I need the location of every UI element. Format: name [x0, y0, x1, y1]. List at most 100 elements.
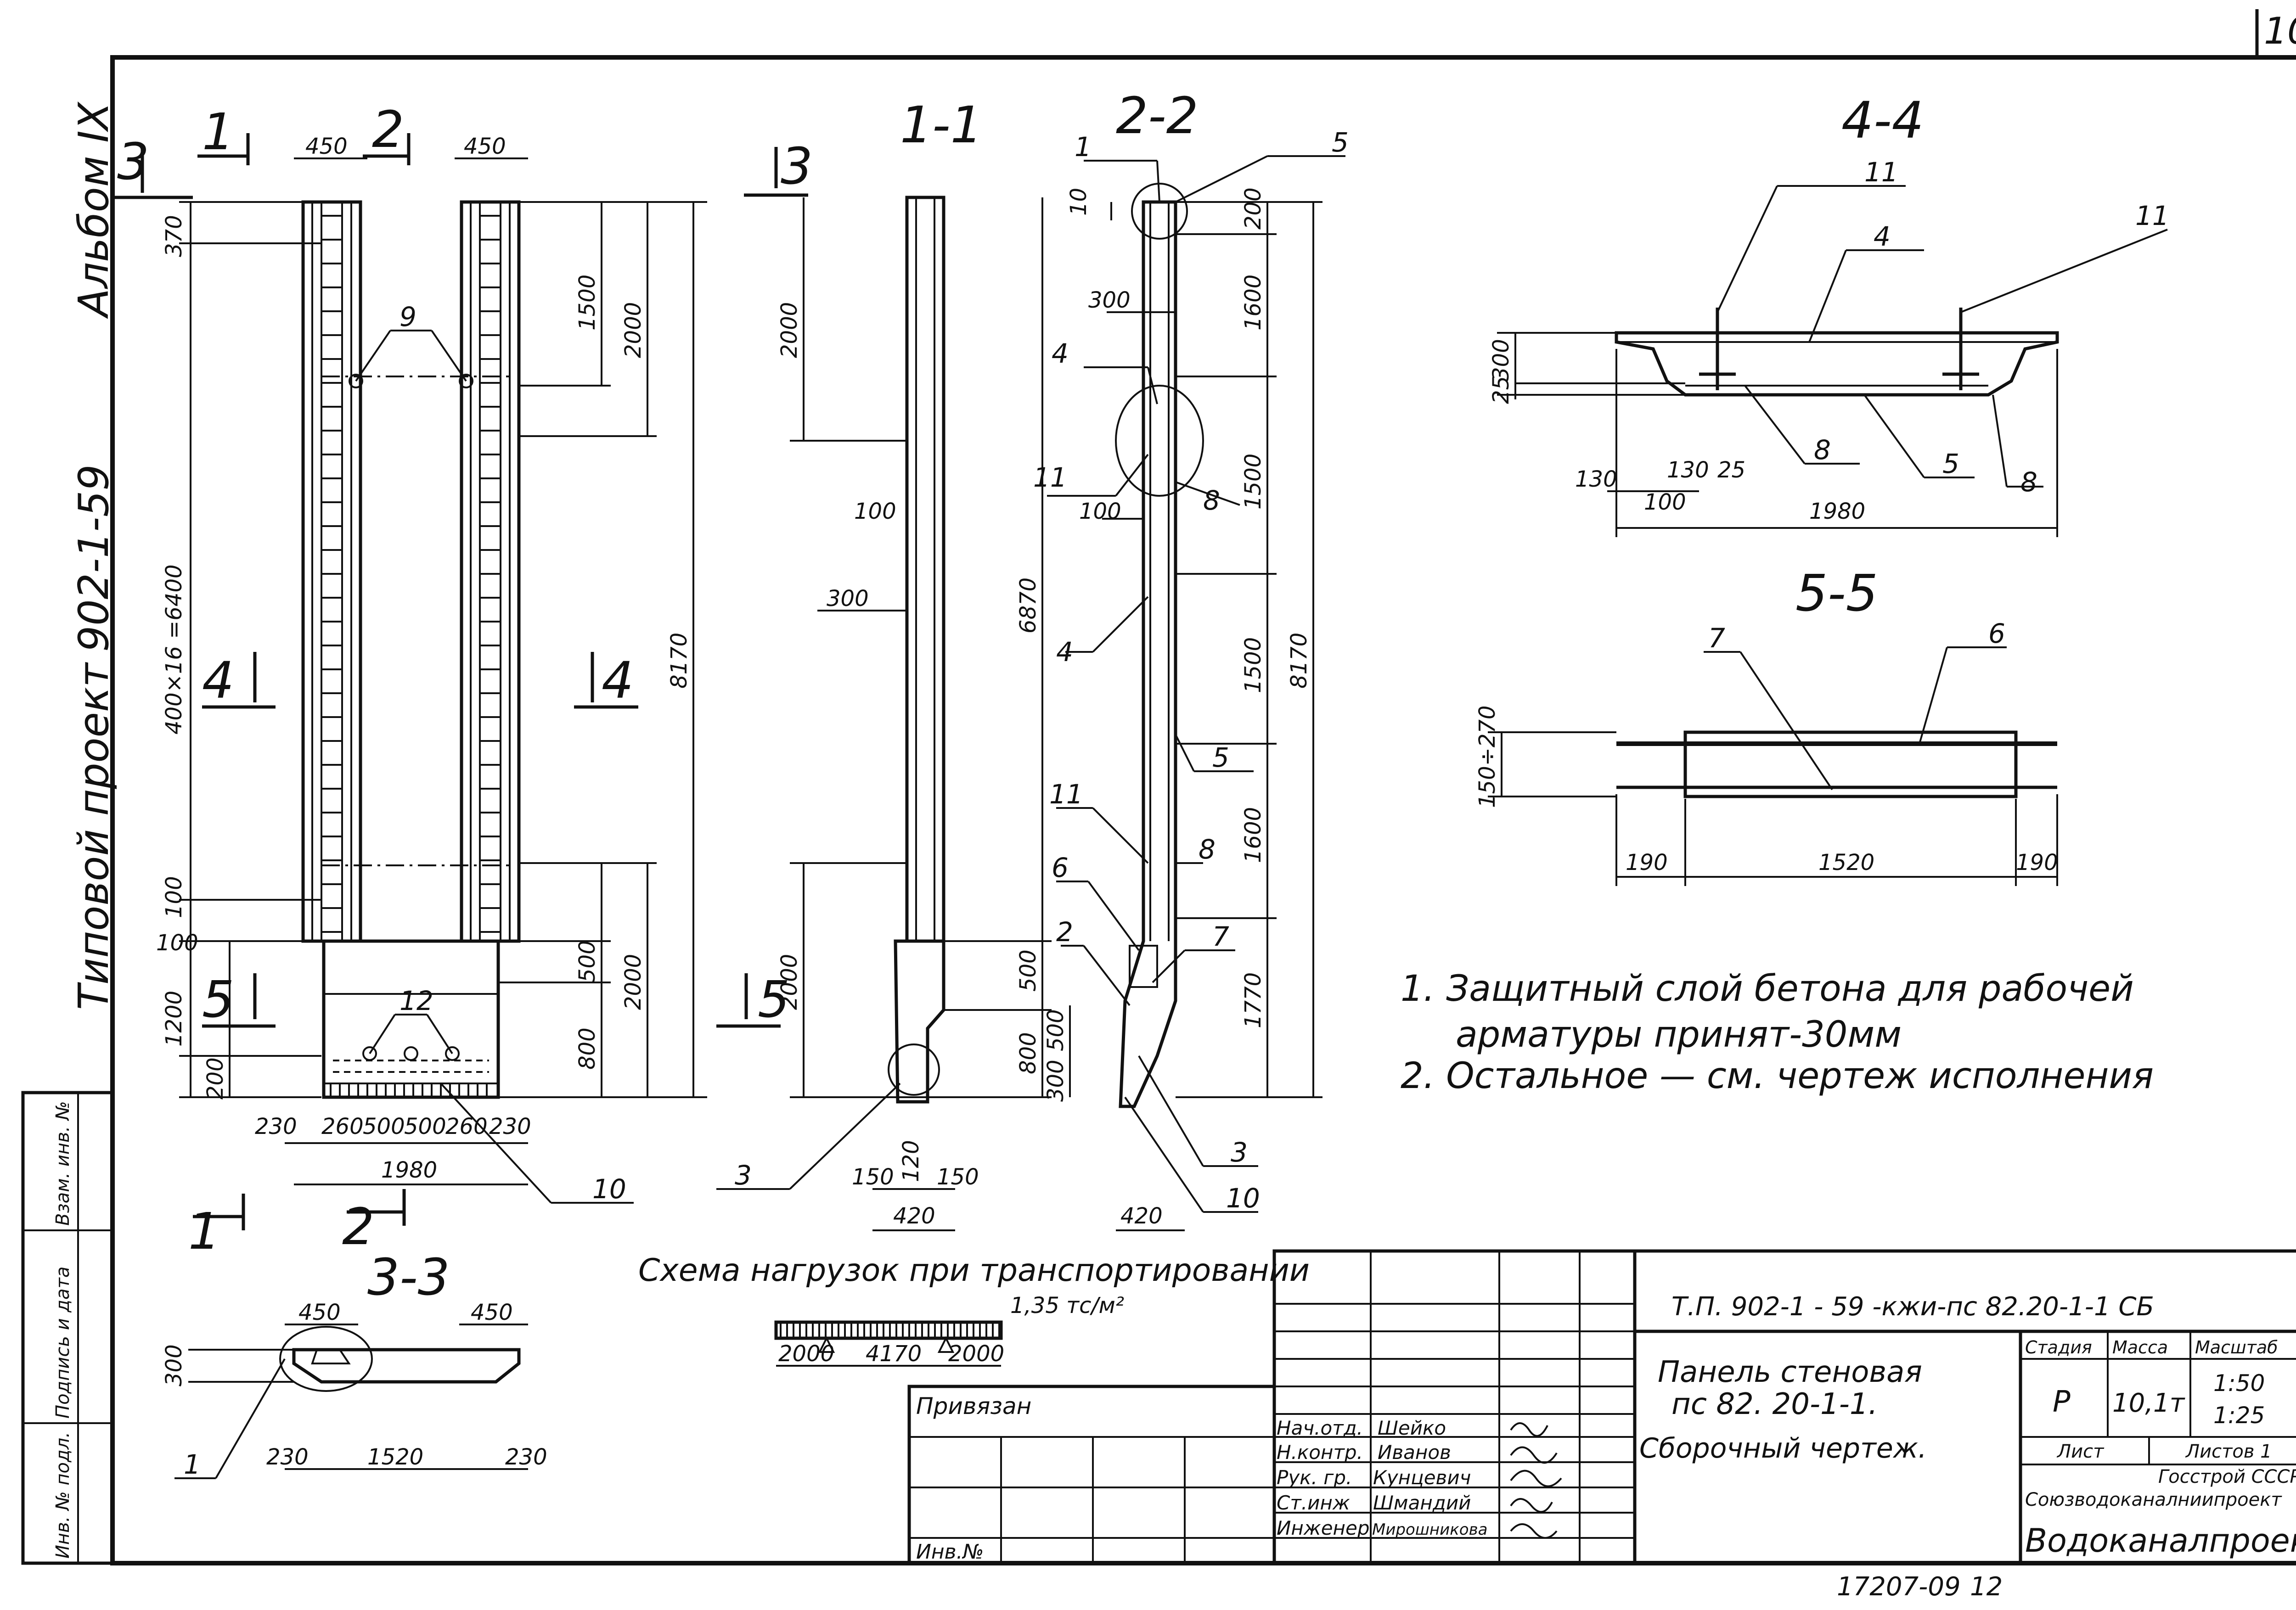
name-kuntsevich: Кунцевич: [1373, 1466, 1471, 1489]
dim-500-b: 500: [404, 1114, 446, 1139]
archive-number: 17207-09: [1837, 1572, 1961, 1602]
load-scheme: Схема нагрузок при транспортировании 1,3…: [638, 1252, 1310, 1367]
s44-mark-4: 4: [1874, 221, 1891, 252]
s44-dim-100: 100: [1644, 489, 1686, 515]
dim-500: 500: [574, 940, 600, 982]
dim-500-a: 500: [363, 1114, 405, 1139]
s22-dim-1600-b: 1600: [1240, 807, 1266, 863]
archive-suffix: 12: [1970, 1572, 2003, 1602]
s11-dim-420: 420: [893, 1203, 935, 1229]
s22-dim-1600-a: 1600: [1240, 275, 1266, 331]
s44-dim-130-a: 130: [1575, 466, 1617, 492]
signature-5: [1510, 1523, 1558, 1539]
org-line-2: Союзводоканалниипроект: [2025, 1489, 2282, 1510]
org-line-1: Госстрой СССР: [2158, 1466, 2296, 1487]
title-name-3: Сборочный чертеж.: [1639, 1432, 1927, 1464]
title-name-2: пс 82. 20-1-1.: [1671, 1387, 1878, 1421]
stamp-inv-zam: Взам. инв. №: [52, 1101, 73, 1226]
s55-mark-7: 7: [1708, 623, 1725, 654]
scale-header: Масштаб: [2195, 1337, 2278, 1358]
name-ivanov: Иванов: [1378, 1441, 1451, 1464]
dim-260-a: 260: [321, 1114, 364, 1139]
dim-230-a: 230: [255, 1114, 297, 1139]
cut-1-bottom: 1: [188, 1202, 220, 1261]
panel-elevation: 9 12 10 1 2 3 4 4 5 1 2: [115, 100, 707, 1261]
mass-header: Масса: [2112, 1337, 2168, 1358]
s22-dim-500: 500: [1043, 1009, 1069, 1051]
s22-dim-200: 200: [1240, 187, 1266, 230]
s33-dim-230-a: 230: [266, 1444, 309, 1470]
dim-1980: 1980: [381, 1157, 437, 1183]
name-shmandiy: Шмандий: [1373, 1492, 1471, 1514]
notes: 1. Защитный слой бетона для рабочей арма…: [1401, 968, 2154, 1097]
signature-1: [1510, 1422, 1548, 1437]
s22-mark-10: 10: [1226, 1183, 1260, 1214]
cut-2-top: 2: [372, 100, 404, 159]
rib-ticks: [321, 215, 501, 933]
s11-dim-100: 100: [854, 499, 896, 524]
s11-dim-2000-b: 2000: [777, 954, 802, 1010]
signature-2: [1510, 1446, 1558, 1464]
note-line-1: 1. Защитный слой бетона для рабочей: [1401, 968, 2134, 1010]
s55-dim-190-b: 190: [2016, 850, 2058, 875]
s22-mark-3: 3: [1231, 1137, 1248, 1168]
sheets-label: Листов 1: [2185, 1441, 2272, 1462]
name-miroshnikova: Мирошникова: [1372, 1520, 1487, 1539]
cut-1-top: 1: [202, 102, 234, 161]
s22-mark-4-b: 4: [1056, 636, 1073, 668]
s55-dim-150: 150÷270: [1474, 706, 1500, 808]
s11-dim-500: 500: [1015, 949, 1041, 992]
stage-header: Стадия: [2025, 1337, 2092, 1358]
dim-450-b: 450: [464, 134, 506, 159]
s11-dim-150-a: 150: [852, 1164, 894, 1190]
title-name-1: Панель стеновая: [1658, 1355, 1922, 1389]
section-1-1-title: 1-1: [900, 95, 983, 154]
s44-mark-8-a: 8: [1814, 434, 1831, 466]
project-code: 902-1-59: [70, 464, 118, 652]
s55-dim-1520: 1520: [1818, 850, 1874, 875]
s44-dim-25-b: 25: [1717, 457, 1745, 483]
dim-370: 370: [161, 215, 187, 257]
role-n-kontr: Н.контр.: [1277, 1441, 1363, 1464]
dim-450-a: 450: [305, 134, 348, 159]
s22-mark-6: 6: [1052, 852, 1069, 883]
stamp-inv-podl: Инв. № подл.: [52, 1432, 73, 1559]
dim-230-b: 230: [489, 1114, 531, 1139]
stamp-sign-date: Подпись и дата: [52, 1267, 73, 1419]
scale-value-1: 1:50: [2213, 1370, 2265, 1397]
project-caption: Типовой проект 902-1-59: [70, 464, 118, 1010]
section-5-5-title: 5-5: [1795, 564, 1878, 623]
s22-mark-8-a: 8: [1203, 485, 1220, 516]
section-2-2-title: 2-2: [1116, 86, 1199, 145]
s44-mark-8-b: 8: [2020, 466, 2037, 498]
s33-dim-230-b: 230: [505, 1444, 547, 1470]
s55-mark-6: 6: [1988, 618, 2005, 649]
sheet-label: Лист: [2056, 1441, 2105, 1462]
s22-mark-5-a: 5: [1332, 127, 1349, 158]
section-3-3-title: 3-3: [367, 1248, 450, 1307]
s22-mark-8-b: 8: [1199, 834, 1216, 865]
s22-dim-300-b: 300: [1043, 1060, 1069, 1102]
dim-1200: 1200: [161, 991, 187, 1047]
s22-mark-11-a: 11: [1033, 462, 1067, 493]
s33-mark-1: 1: [184, 1449, 201, 1480]
s22-dim-8170: 8170: [1286, 633, 1312, 689]
elev-mark-9: 9: [400, 301, 416, 332]
elev-mark-10: 10: [592, 1173, 626, 1205]
cut-4-left: 4: [202, 651, 234, 710]
cut-3-mark: 3: [781, 137, 813, 196]
org-line-3: Водоканалпроект: [2025, 1522, 2296, 1560]
dim-1500: 1500: [574, 275, 600, 331]
s44-dim-130-b: 130: [1667, 457, 1709, 483]
scale-value-2: 1:25: [2213, 1402, 2265, 1429]
s44-dim-25-a: 25: [1488, 376, 1514, 404]
note-line-3: 2. Остальное — см. чертеж исполнения: [1401, 1055, 2154, 1097]
s33-dim-450-b: 450: [471, 1300, 513, 1325]
load-dim-2000-a: 2000: [778, 1341, 834, 1367]
s33-dim-450-a: 450: [298, 1300, 341, 1325]
section-1-1: 1-1 3 5 2000 100 300 6870 2000 500 800 1: [716, 95, 1052, 1231]
dim-2000-b: 2000: [620, 954, 646, 1010]
section-5-5: 5-5 7 6 150÷270 190 1520 190: [1474, 564, 2058, 886]
section-4-4: 4-4 11 4 11 8 5 8 300 25 130 130: [1488, 91, 2169, 537]
